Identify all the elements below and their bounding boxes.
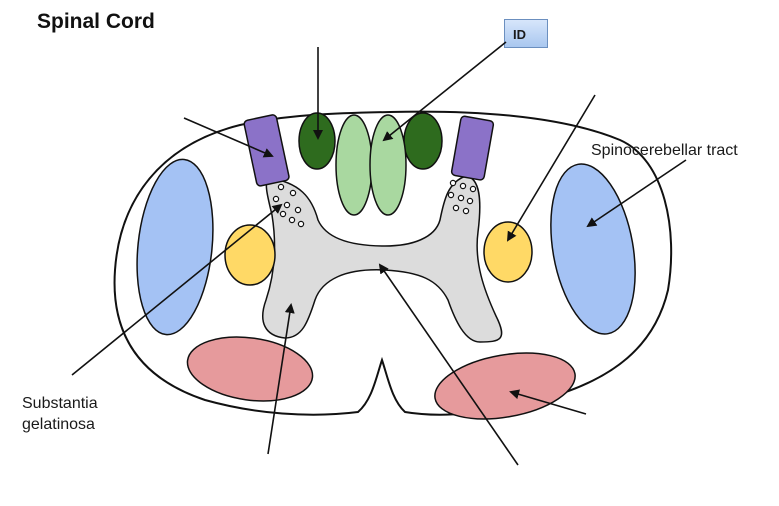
gray-matter: [262, 175, 503, 343]
arrow-id-light-green: [382, 41, 507, 142]
substantia-gelatinosa-dots-left: [272, 183, 305, 228]
arrow-yellow-right: [506, 94, 596, 242]
spinocerebellar-tract-right: [550, 163, 636, 335]
dorsal-column-light-right: [369, 114, 407, 216]
arrow-red-right: [509, 389, 587, 415]
id-label-box[interactable]: ID: [504, 19, 548, 48]
diagram-title: Spinal Cord: [37, 10, 155, 33]
label-spinocerebellar-tract: Spinocerebellar tract: [591, 142, 738, 159]
substantia-gelatinosa-dots-right: [447, 179, 477, 215]
dorsal-column-light-left: [335, 114, 373, 216]
pointer-arrows: [71, 41, 687, 466]
arrow-spinocerebellar: [586, 159, 687, 228]
arrow-purple-left: [183, 117, 274, 158]
label-substantia-gelatinosa: Substantia gelatinosa: [22, 393, 98, 435]
arrow-ventral-horn: [267, 303, 295, 455]
ventral-tract-left: [186, 336, 314, 402]
dorsal-column-dark-left: [298, 112, 336, 170]
ventral-tract-right: [434, 352, 576, 420]
dorsal-column-dark-right: [403, 112, 443, 170]
yellow-tract-left: [224, 224, 276, 286]
label-substantia-line1: Substantia: [22, 395, 98, 412]
lateral-tract-left: [136, 158, 214, 336]
purple-tract-right: [450, 115, 495, 181]
yellow-tract-right: [483, 221, 533, 283]
label-substantia-line2: gelatinosa: [22, 416, 95, 433]
arrow-commissure: [378, 263, 519, 466]
arrow-substantia: [71, 203, 283, 376]
